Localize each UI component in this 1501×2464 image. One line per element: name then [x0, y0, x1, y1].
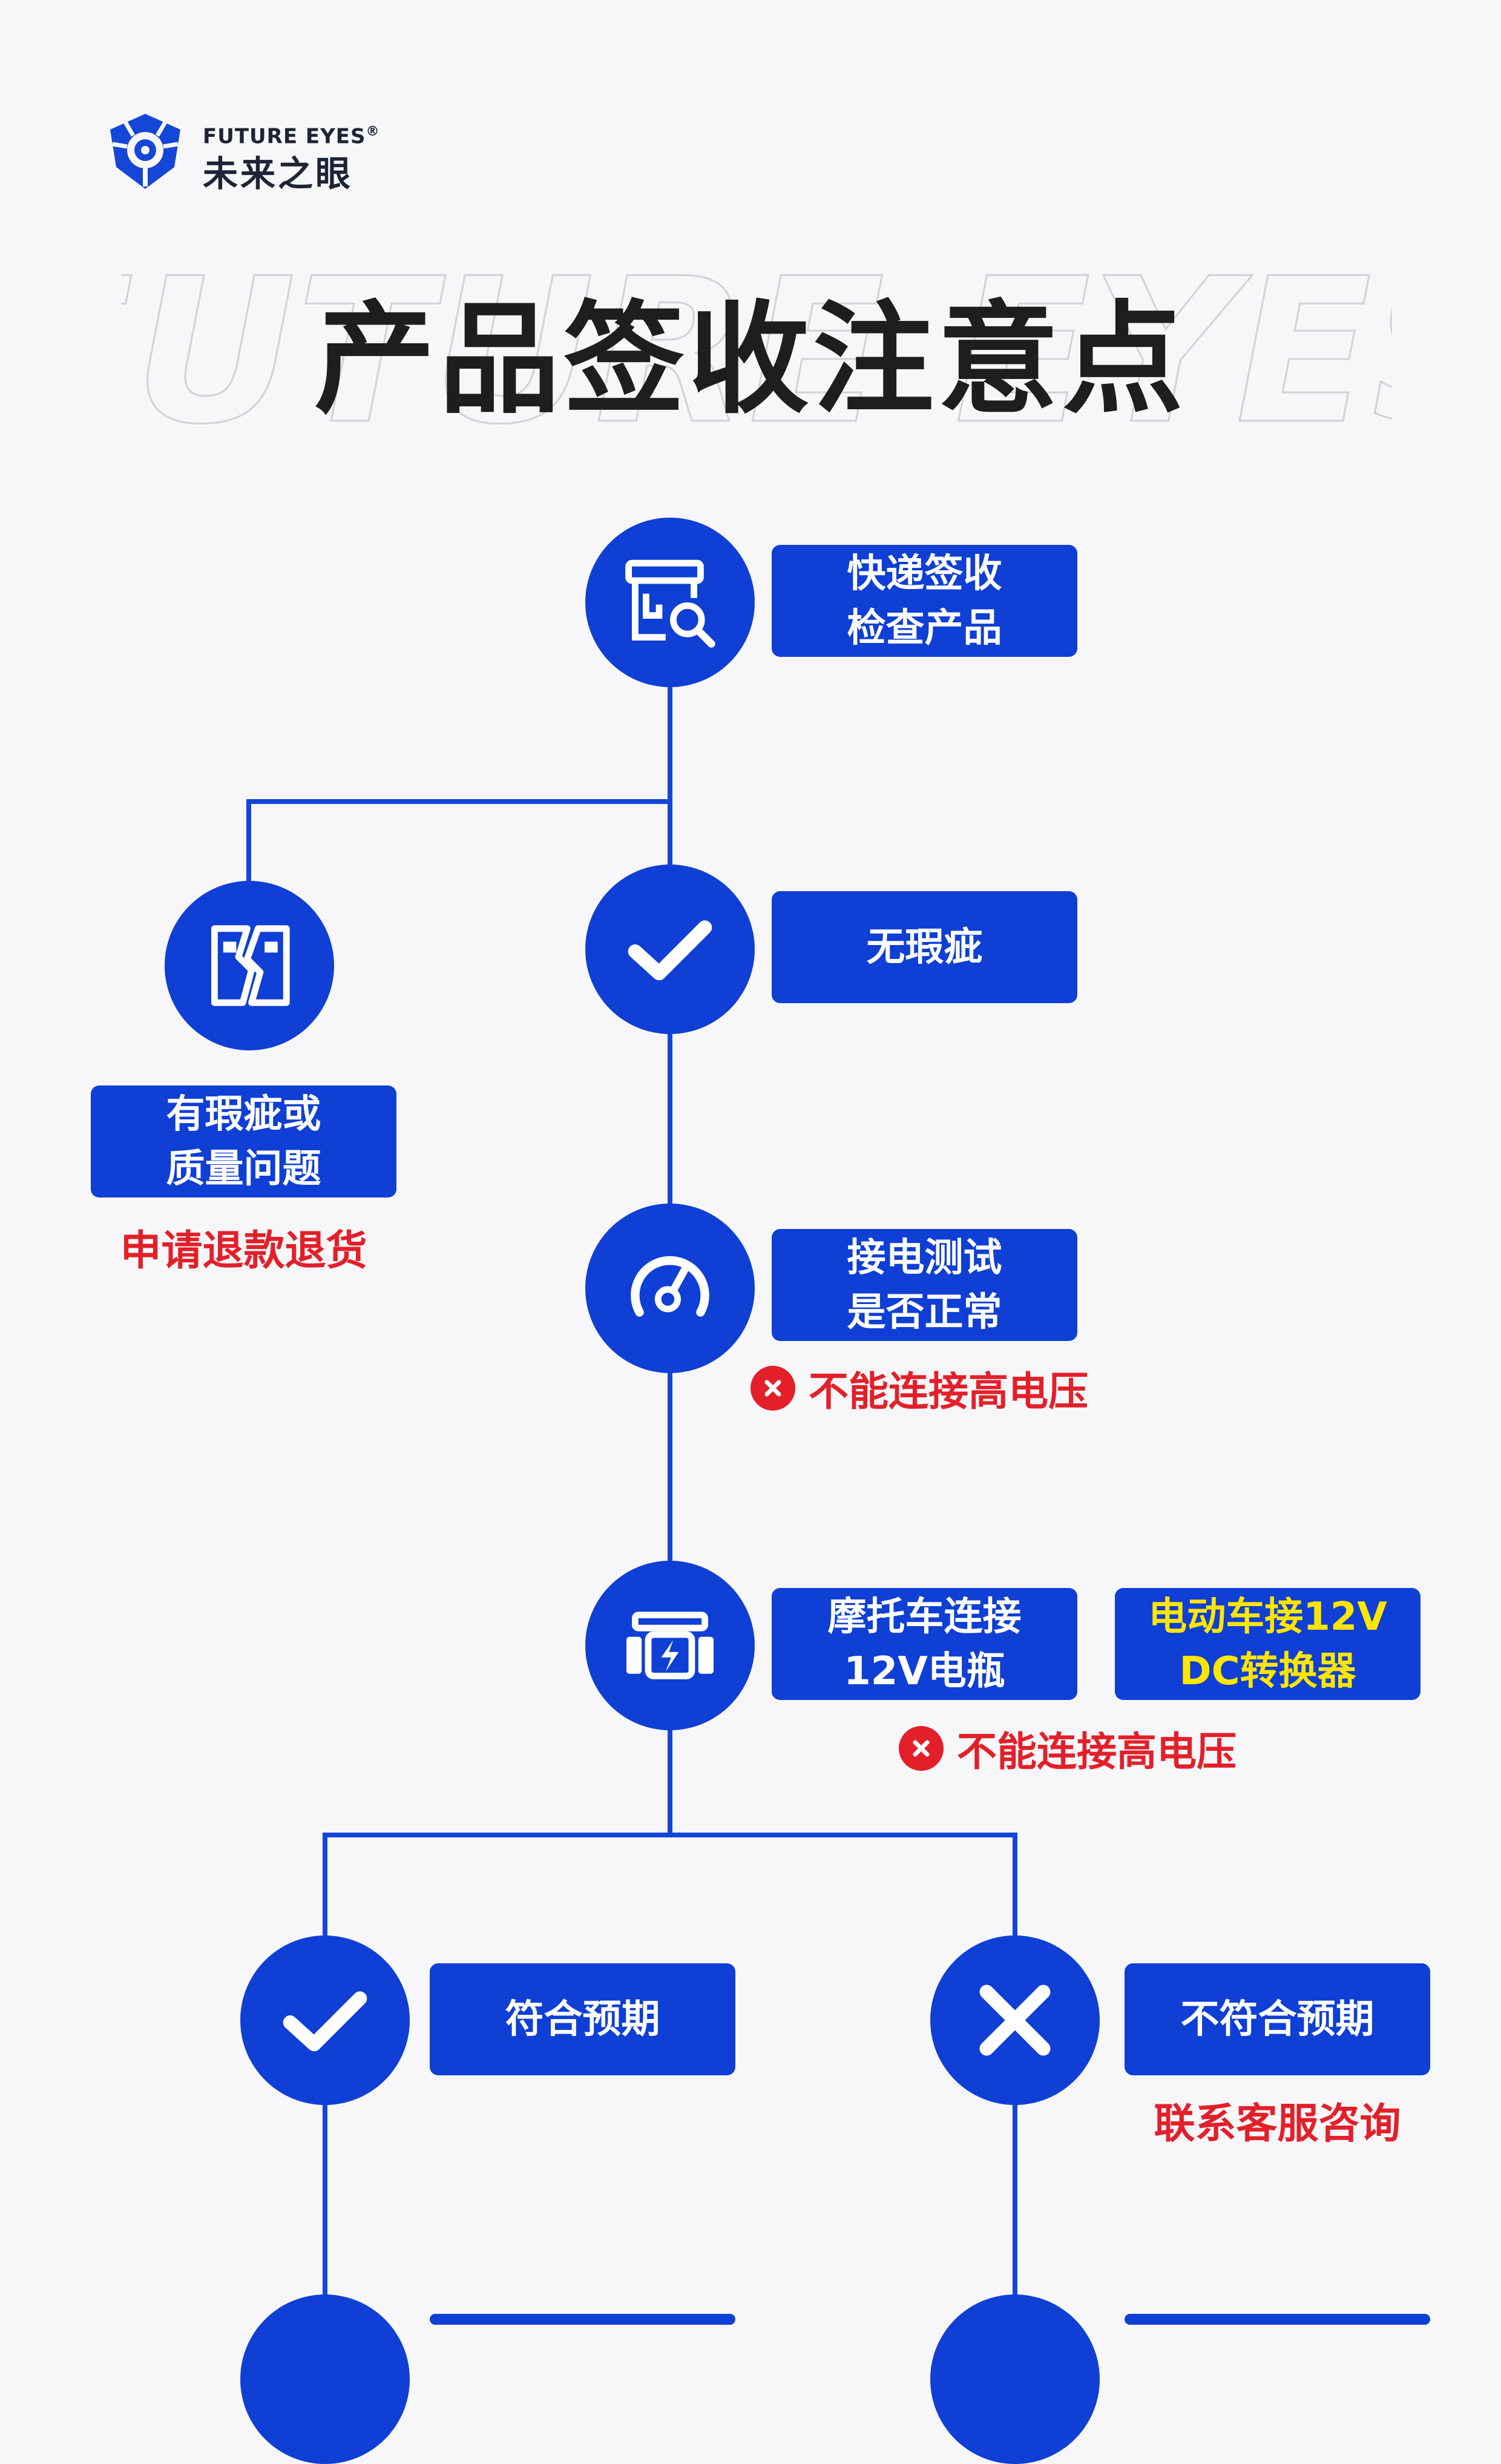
not-meets-label: 不符合预期	[1125, 1963, 1430, 2075]
package-inspect-node	[585, 518, 755, 687]
connector-branch-horizontal	[246, 799, 670, 804]
connector-right-tail	[1013, 2095, 1017, 2325]
next-right-node	[930, 2294, 1100, 2464]
connector-branch-left	[246, 799, 251, 884]
defect-node	[165, 881, 334, 1050]
connector-main-lower	[668, 1368, 672, 1568]
meets-node	[240, 1935, 410, 2105]
page-title: 产品签收注意点	[314, 289, 1187, 430]
power-test-node	[585, 1204, 755, 1373]
watermark-text: FUTURE EYES	[121, 257, 1392, 457]
receive-label: 快递签收检查产品	[772, 545, 1077, 657]
power-test-label: 接电测试是否正常	[772, 1229, 1077, 1341]
brand-name-en: FUTURE EYES®	[203, 124, 380, 149]
check-icon	[283, 1991, 367, 2052]
connector-split-left	[323, 1833, 327, 1935]
broken-item-icon	[211, 925, 290, 1006]
connector-left-tail	[323, 2095, 327, 2325]
contact-service-text: 联系客服咨询	[1154, 2100, 1401, 2148]
svg-text:FUTURE EYES: FUTURE EYES	[121, 257, 1392, 457]
gauge-icon	[631, 1256, 709, 1317]
connector-main-bottom	[668, 1725, 672, 1837]
connector-main-mid	[668, 1029, 672, 1211]
connector-split-horizontal	[323, 1833, 1017, 1837]
battery-node	[585, 1561, 755, 1730]
no-defect-label: 无瑕疵	[772, 891, 1077, 1003]
meets-label: 符合预期	[430, 1963, 735, 2075]
power-test-warning: 不能连接高电压	[750, 1359, 1088, 1417]
cross-icon	[979, 1985, 1051, 2056]
connector-split-right	[1013, 1833, 1017, 1935]
next-right-label	[1125, 2314, 1430, 2325]
warning-x-icon	[899, 1726, 944, 1771]
battery-warning: 不能连接高电压	[899, 1719, 1237, 1777]
refund-action-text: 申请退款退货	[120, 1227, 367, 1275]
check-icon	[628, 920, 712, 981]
brand-name-cn: 未来之眼	[203, 153, 353, 194]
defect-label: 有瑕疵或质量问题	[91, 1085, 396, 1197]
battery-icon	[626, 1612, 714, 1679]
no-defect-node	[585, 865, 755, 1034]
next-left-node	[240, 2294, 410, 2464]
next-left-label	[430, 2314, 735, 2325]
not-meets-node	[930, 1935, 1100, 2105]
connector-main-top	[668, 684, 672, 872]
package-inspect-icon	[625, 559, 715, 648]
warning-x-icon	[750, 1366, 795, 1411]
future-eyes-logo-icon	[110, 114, 180, 189]
